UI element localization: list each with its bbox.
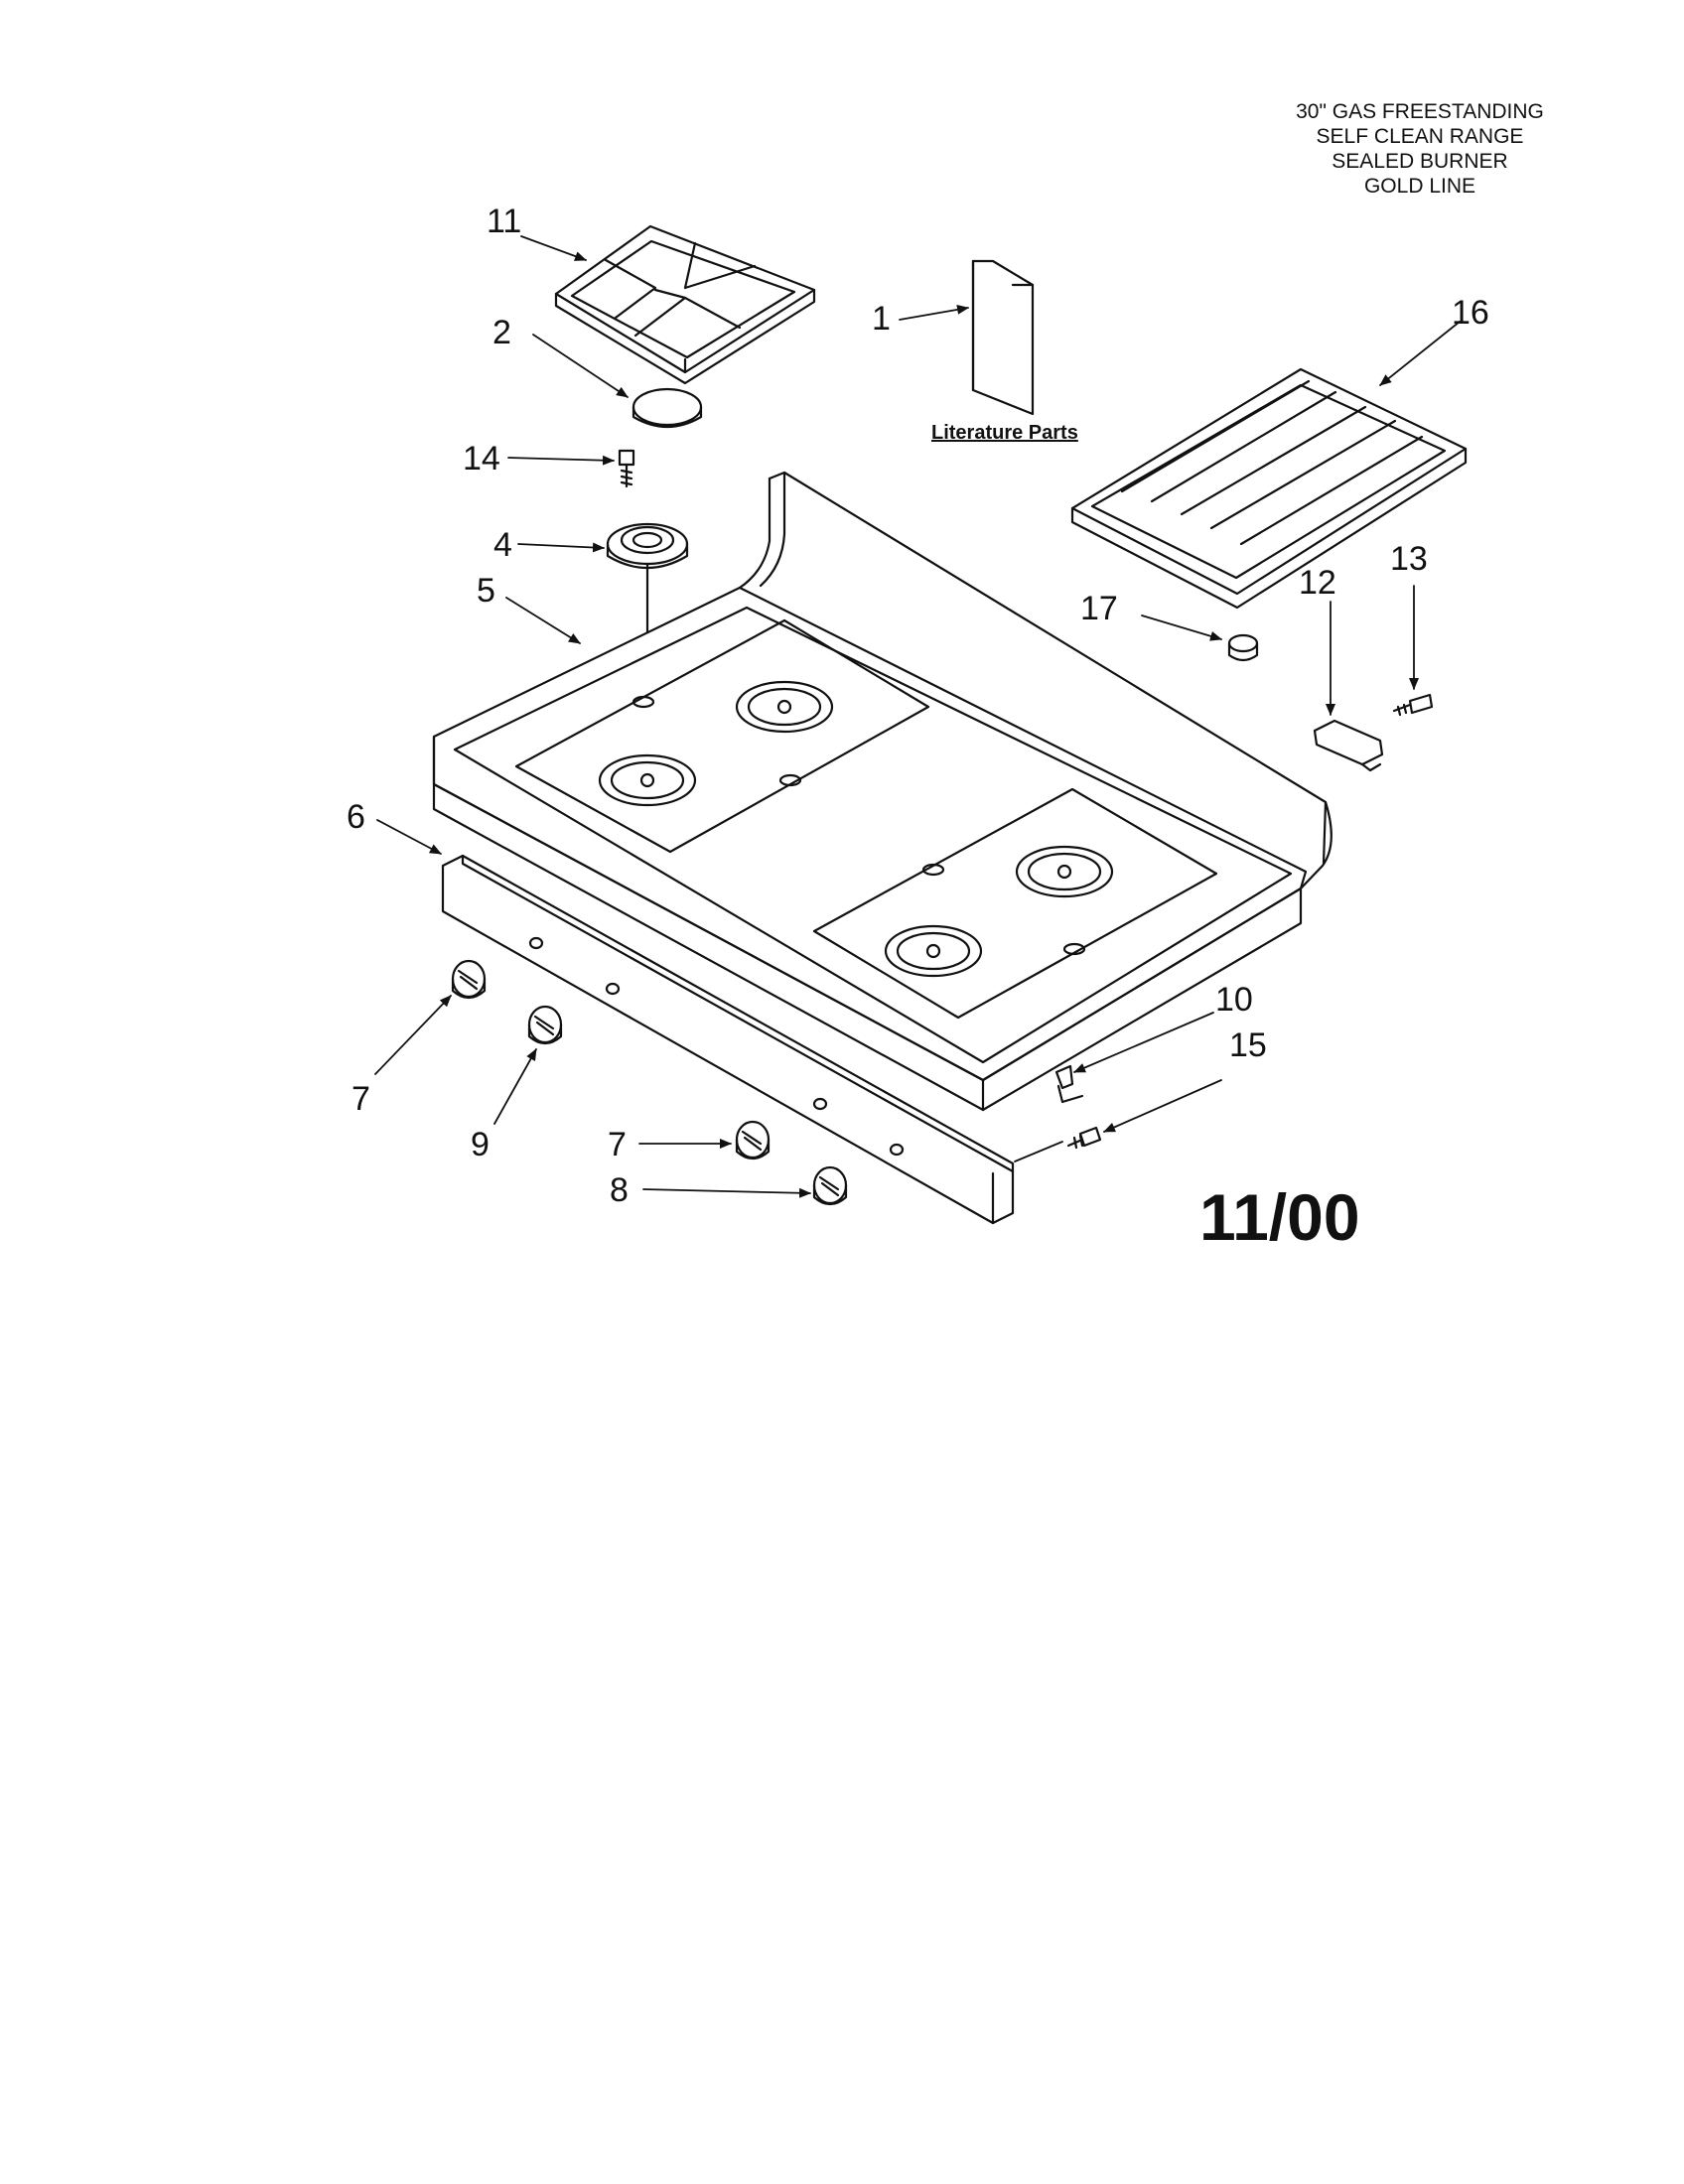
cooktop-part-5 bbox=[432, 471, 1333, 1112]
callout-9: 9 bbox=[471, 1126, 490, 1163]
clip-part-10 bbox=[1054, 1064, 1084, 1104]
title-line-4: GOLD LINE bbox=[1363, 175, 1476, 198]
callout-7-right: 7 bbox=[608, 1126, 627, 1163]
callout-7-left: 7 bbox=[351, 1080, 370, 1118]
callout-2: 2 bbox=[492, 314, 511, 351]
callout-1: 1 bbox=[872, 300, 891, 338]
callout-11: 11 bbox=[487, 203, 522, 240]
callout-10: 10 bbox=[1215, 981, 1253, 1019]
callout-13: 13 bbox=[1390, 540, 1428, 578]
burner-cap-part-2 bbox=[632, 387, 703, 428]
control-panel-part-6 bbox=[441, 854, 1015, 1225]
title-block: 30" GAS FREESTANDING SELF CLEAN RANGE SE… bbox=[1241, 99, 1599, 199]
knob-part-7-right bbox=[735, 1120, 771, 1160]
leader-lines bbox=[374, 235, 1461, 1198]
date-code: 11/00 bbox=[1199, 1180, 1360, 1254]
literature-parts-label: Literature Parts bbox=[931, 422, 1078, 444]
callout-4: 4 bbox=[493, 526, 512, 564]
plug-part-17 bbox=[1227, 633, 1259, 662]
knob-part-9 bbox=[527, 1005, 563, 1045]
knob-part-7-left bbox=[451, 959, 487, 1000]
screw-part-15 bbox=[1066, 1126, 1102, 1150]
burner-base-part-4 bbox=[606, 522, 689, 771]
callout-6: 6 bbox=[347, 798, 365, 836]
callout-8: 8 bbox=[610, 1171, 629, 1209]
screw-part-14 bbox=[618, 449, 635, 488]
knob-part-8 bbox=[812, 1165, 848, 1206]
callout-16: 16 bbox=[1452, 294, 1489, 332]
literature-part-1 bbox=[971, 259, 1035, 416]
callout-17: 17 bbox=[1080, 590, 1118, 627]
callout-12: 12 bbox=[1299, 564, 1336, 602]
title-line-1: 30" GAS FREESTANDING bbox=[1296, 100, 1544, 123]
bracket-part-12 bbox=[1313, 719, 1384, 772]
title-line-3: SEALED BURNER bbox=[1332, 150, 1508, 173]
burner-grate-part-11 bbox=[554, 224, 816, 385]
wide-grate-part-16 bbox=[1070, 367, 1468, 610]
callout-5: 5 bbox=[477, 572, 495, 610]
callout-15: 15 bbox=[1229, 1026, 1267, 1064]
screw-part-13 bbox=[1392, 693, 1434, 717]
callout-14: 14 bbox=[463, 440, 500, 478]
title-line-2: SELF CLEAN RANGE bbox=[1316, 125, 1524, 148]
